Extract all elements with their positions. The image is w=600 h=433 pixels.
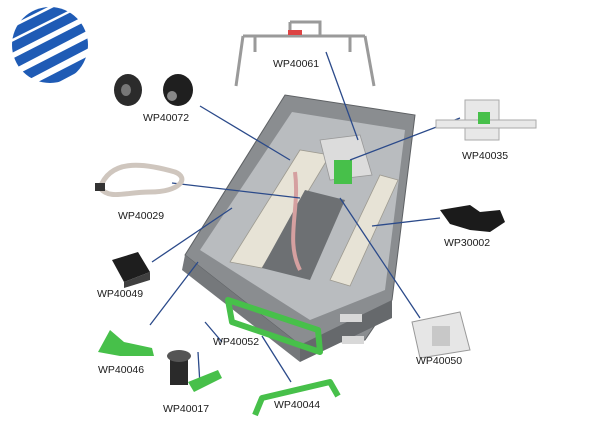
connector-lines xyxy=(149,51,461,386)
roller-pair-icon xyxy=(114,74,193,106)
knob-shaft-icon xyxy=(167,350,222,392)
latch-clip-icon xyxy=(440,205,505,232)
company-logo-icon xyxy=(12,7,88,83)
label-wp40052: WP40052 xyxy=(213,336,260,348)
label-wp40029: WP40029 xyxy=(118,210,165,222)
top-bracket-icon xyxy=(234,20,376,87)
sensor-block-icon xyxy=(112,252,150,288)
label-wp30002: WP30002 xyxy=(444,237,491,249)
label-wp40046: WP40046 xyxy=(98,364,145,376)
ribbon-cable-icon xyxy=(95,162,185,198)
label-wp40072: WP40072 xyxy=(143,112,190,124)
pusher-plate-icon xyxy=(435,99,537,141)
cassette-body xyxy=(182,94,416,362)
label-wp40061: WP40061 xyxy=(273,58,320,70)
label-wp40035: WP40035 xyxy=(462,150,509,162)
label-wp40017: WP40017 xyxy=(163,403,210,415)
label-wp40049: WP40049 xyxy=(97,288,144,300)
guide-block-icon xyxy=(411,311,471,359)
label-wp40044: WP40044 xyxy=(274,399,321,411)
label-wp40050: WP40050 xyxy=(416,355,463,367)
green-lever-icon xyxy=(98,330,154,356)
green-handle-icon xyxy=(252,379,341,417)
